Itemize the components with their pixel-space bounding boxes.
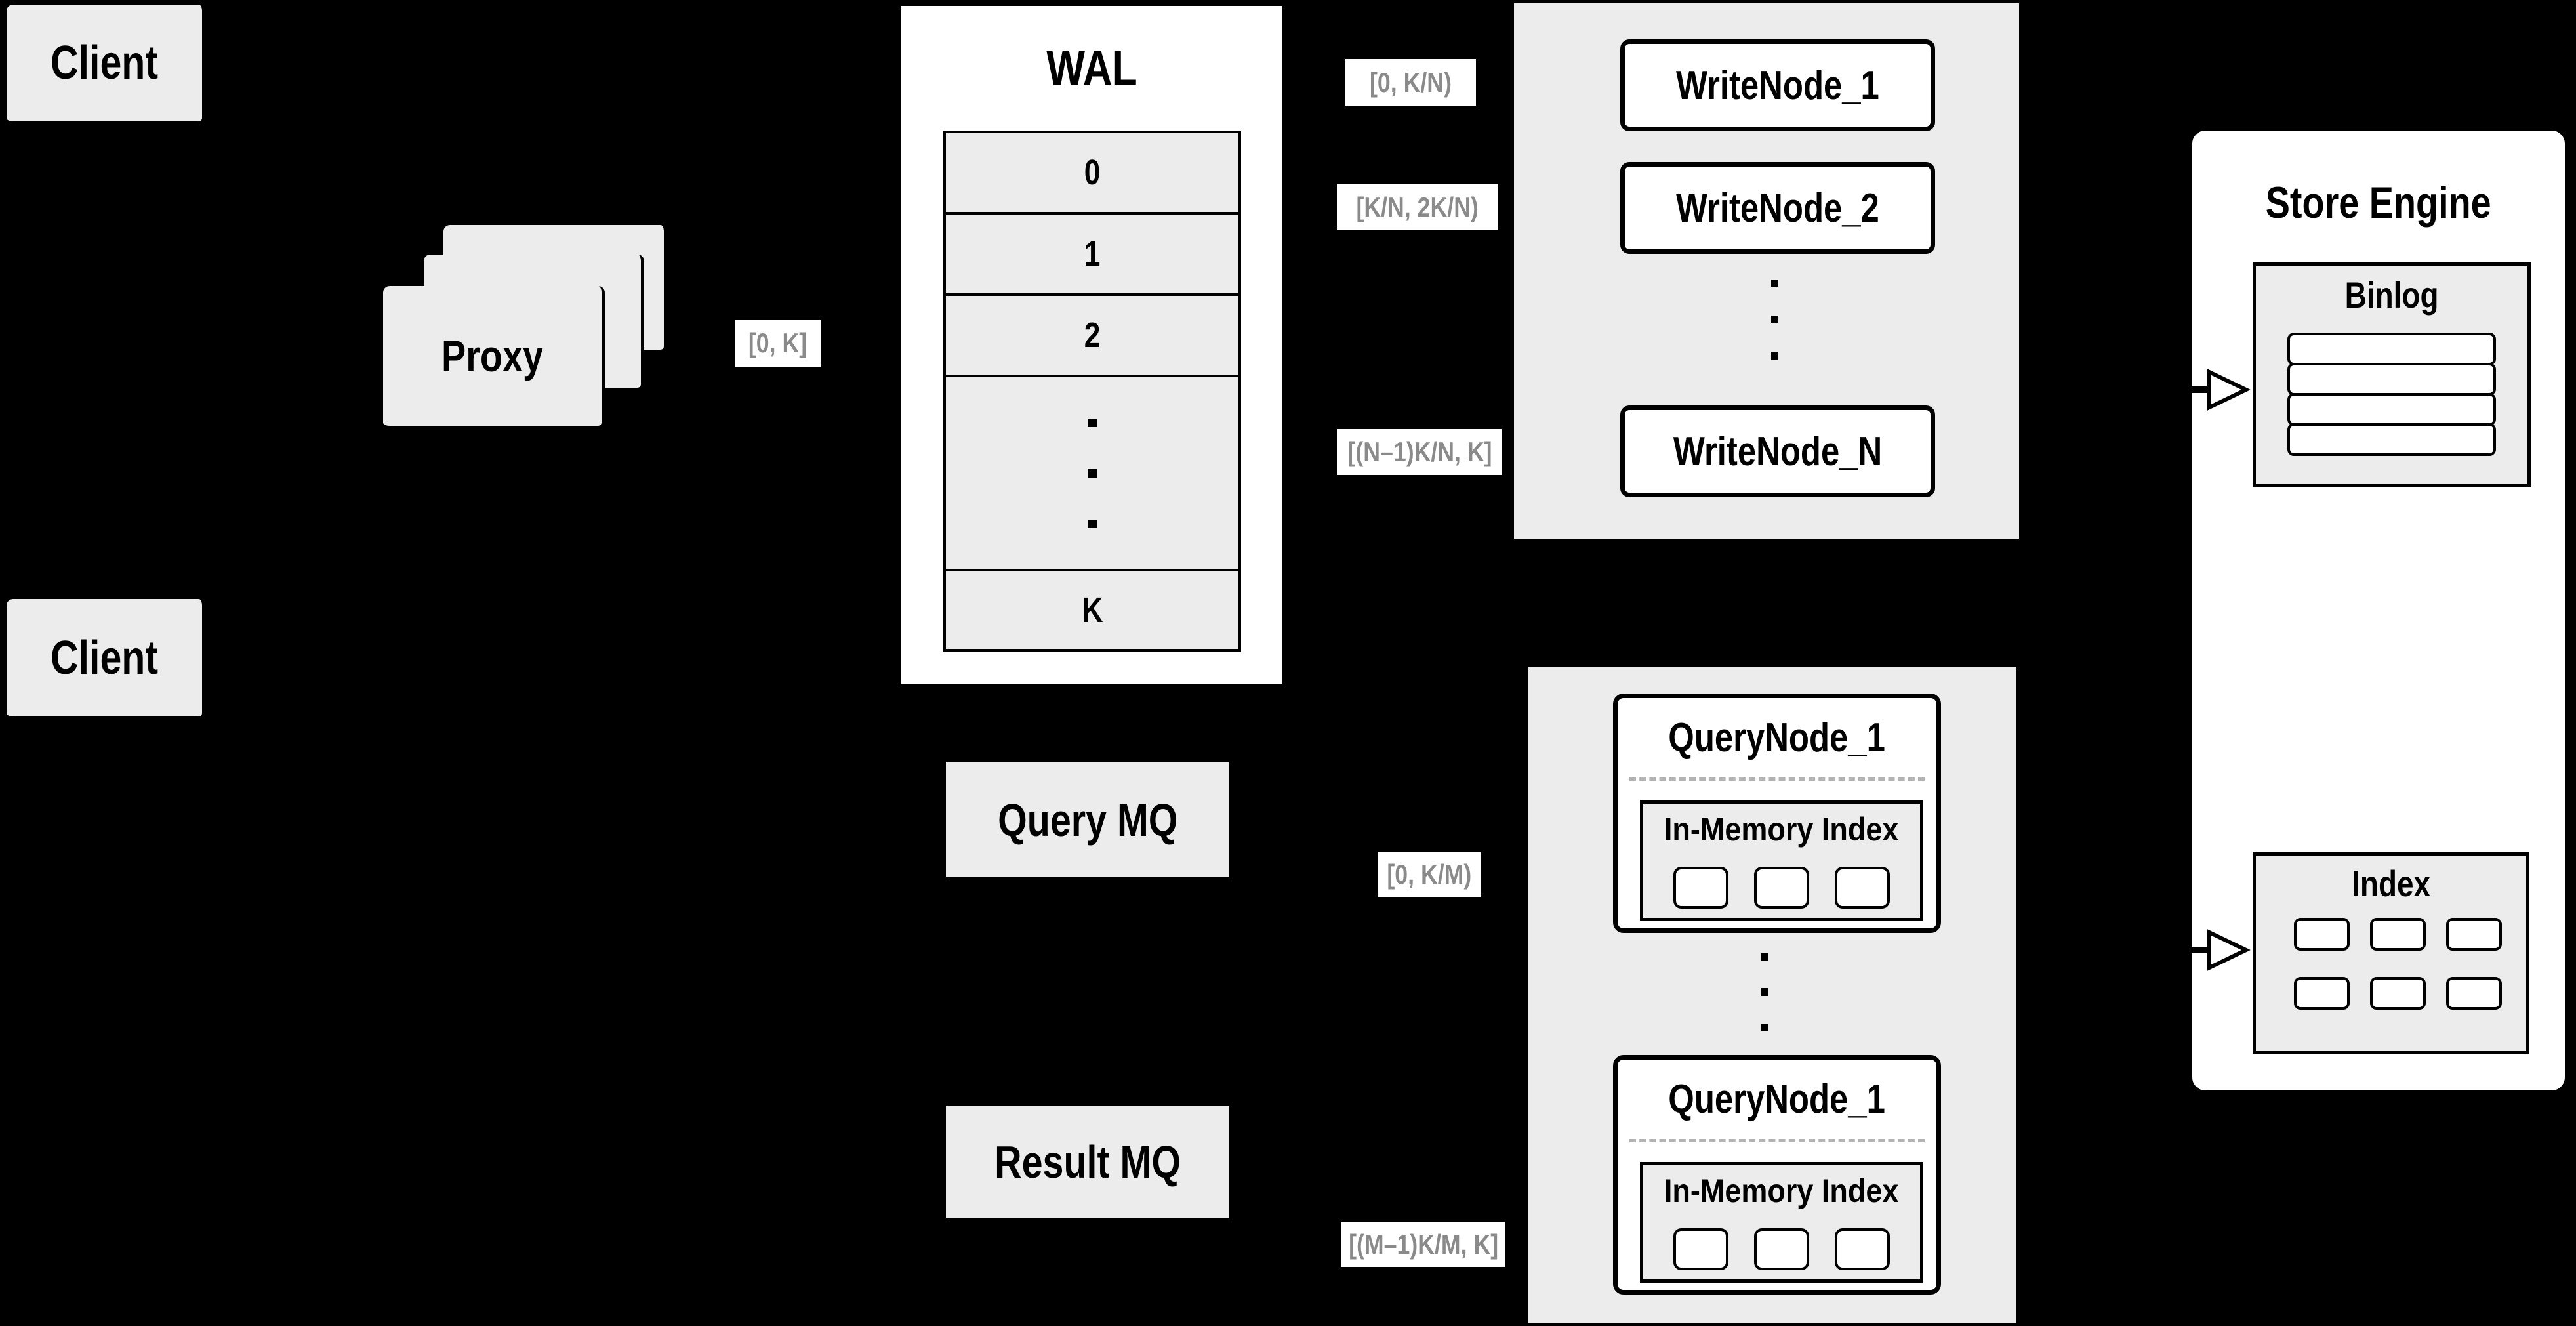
range-label-write-1-text: [0, K/N) [1369,67,1452,98]
binlog-row [2287,333,2496,365]
result-mq-box: Result MQ [946,1106,1229,1218]
wal-segment-row: 1 [943,212,1241,296]
wal-title: WAL [1046,40,1137,96]
in-memory-index-top-segments [1673,867,1890,909]
index-segment [1754,867,1809,909]
store-engine-box: Store Engine Binlog Index [2190,128,2567,1093]
ellipsis-dot [1761,1024,1768,1031]
index-cell [2294,977,2350,1010]
index-title: Index [2352,863,2430,904]
index-segment [1673,867,1728,909]
index-box: Index [2253,852,2529,1054]
ellipsis-dot [1088,468,1097,478]
wal-segment-row: 0 [943,131,1241,215]
binlog-box: Binlog [2253,262,2531,487]
range-label-write-n-text: [(N–1)K/N, K] [1347,436,1492,467]
index-segment [1835,1228,1890,1270]
range-label-query-1-text: [0, K/M) [1387,859,1472,890]
query-node-top: QueryNode_1 In-Memory Index [1613,694,1941,933]
index-cell [2370,977,2426,1010]
index-segment [1673,1228,1728,1270]
range-label-proxy-out-text: [0, K] [748,327,808,358]
wal-segment-row: 2 [943,293,1241,377]
in-memory-index-top-title: In-Memory Index [1664,811,1899,848]
in-memory-index-bottom-title: In-Memory Index [1664,1172,1899,1209]
query-node-bottom-divider [1629,1139,1925,1142]
proxy-node: Proxy [383,286,605,429]
write-node-n-label: WriteNode_N [1673,428,1883,474]
range-label-proxy-out: [0, K] [735,320,821,367]
proxy-label: Proxy [441,331,543,381]
range-label-write-2: [K/N, 2K/N) [1337,184,1498,230]
index-segment [1835,867,1890,909]
write-node-2-label: WriteNode_2 [1676,185,1879,231]
client-node-top: Client [7,5,205,125]
query-node-top-divider [1629,777,1925,781]
write-cluster-ellipsis [1771,280,1778,360]
index-cell [2370,918,2426,951]
client-node-bottom: Client [7,599,205,720]
query-node-bottom: QueryNode_1 In-Memory Index [1613,1055,1941,1295]
range-label-write-2-text: [K/N, 2K/N) [1356,192,1479,222]
binlog-row [2287,393,2496,426]
index-segment [1754,1228,1809,1270]
binlog-row [2287,423,2496,456]
query-node-top-title: QueryNode_1 [1668,715,1886,760]
query-mq-label: Query MQ [997,794,1178,846]
binlog-rows [2287,333,2496,456]
ellipsis-dot [1088,418,1097,427]
binlog-row [2287,363,2496,396]
wal-segment-2: 2 [1084,316,1101,355]
wal-ellipsis [943,375,1241,571]
wal-segment-k: K [1082,590,1103,630]
in-memory-index-top: In-Memory Index [1640,800,1923,921]
ellipsis-dot [1088,519,1097,528]
ellipsis-dot [1771,352,1778,360]
client-top-label: Client [50,37,158,89]
range-label-query-m: [(M–1)K/M, K] [1341,1222,1505,1267]
ellipsis-dot [1771,316,1778,323]
binlog-title: Binlog [2344,274,2439,316]
index-cells [2294,918,2502,1010]
in-memory-index-bottom-segments [1673,1228,1890,1270]
wal-segment-1: 1 [1084,234,1101,274]
query-mq-box: Query MQ [946,762,1229,877]
write-node-1: WriteNode_1 [1620,39,1935,131]
ellipsis-dot [1761,953,1768,961]
write-node-1-label: WriteNode_1 [1676,62,1879,108]
result-mq-label: Result MQ [994,1136,1181,1188]
write-node-n: WriteNode_N [1620,405,1935,497]
wal-segment-row: K [943,569,1241,652]
range-label-query-1: [0, K/M) [1378,852,1481,897]
index-cell [2446,977,2502,1010]
query-cluster-ellipsis [1761,953,1768,1031]
range-label-write-1: [0, K/N) [1345,59,1476,106]
index-cell [2294,918,2350,951]
store-engine-title: Store Engine [2266,178,2491,228]
range-label-query-m-text: [(M–1)K/M, K] [1348,1229,1499,1260]
ellipsis-dot [1761,988,1768,996]
wal-segment-0: 0 [1084,153,1101,192]
in-memory-index-bottom: In-Memory Index [1640,1162,1923,1283]
index-cell [2446,918,2502,951]
wal-segment-table: 0 1 2 K [943,131,1241,652]
ellipsis-dot [1771,280,1778,287]
client-bottom-label: Client [50,631,158,684]
range-label-write-n: [(N–1)K/N, K] [1337,429,1502,475]
write-node-2: WriteNode_2 [1620,162,1935,254]
query-node-bottom-title: QueryNode_1 [1668,1076,1886,1122]
